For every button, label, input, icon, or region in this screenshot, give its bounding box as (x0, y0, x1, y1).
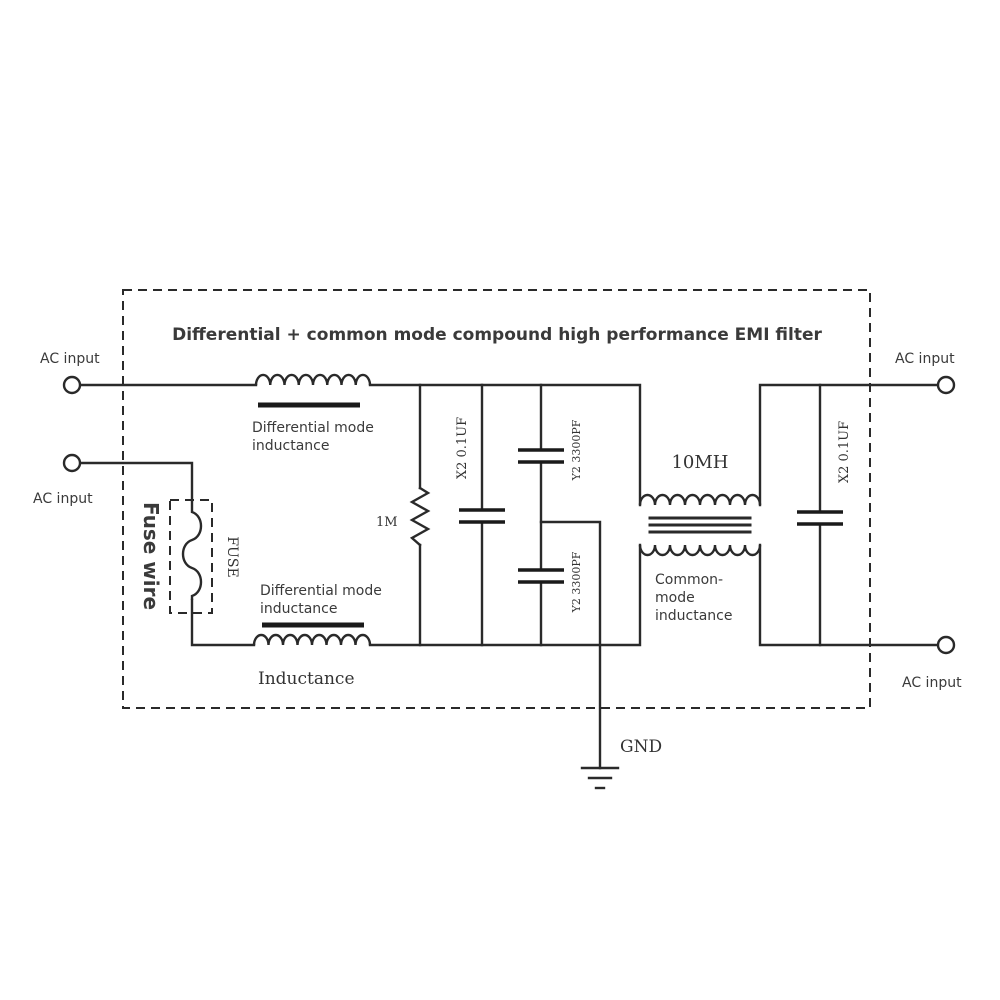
label-out-top: AC input (895, 351, 955, 367)
label-gnd: GND (620, 737, 662, 757)
wire-top-output (758, 383, 940, 507)
label-resistor: 1M (376, 515, 398, 530)
label-inductance: Inductance (258, 669, 355, 689)
label-dm-inductance-bottom: Differential mode inductance (260, 583, 386, 617)
terminal-in-bottom (62, 453, 82, 473)
label-cm-inductance: Common- mode inductance (655, 572, 732, 624)
label-dm-inductance-top: Differential mode inductance (252, 420, 378, 454)
label-fuse-wire: Fuse wire (139, 502, 163, 610)
wire-gnd (539, 520, 602, 770)
label-in-bottom: AC input (33, 491, 93, 507)
wire-bottom-output (758, 543, 940, 647)
fuse-element (181, 500, 203, 600)
label-cm-value: 10MH (671, 452, 728, 473)
cm-choke-winding-top (638, 493, 762, 506)
terminal-out-top (936, 375, 956, 395)
label-cap-y2-bottom: Y2 3300PF (570, 551, 583, 613)
cm-choke-winding-bottom (638, 544, 762, 557)
label-cap-y2-top: Y2 3300PF (570, 419, 583, 481)
diagram-title: Differential + common mode compound high… (172, 325, 822, 345)
label-in-top: AC input (40, 351, 100, 367)
filter-enclosure (122, 289, 871, 709)
wire-bottom-rail (368, 543, 642, 647)
dm-inductor-bottom (252, 633, 372, 646)
terminal-out-bottom (936, 635, 956, 655)
terminal-in-top (62, 375, 82, 395)
label-fuse: FUSE (224, 536, 240, 577)
label-cap-x2-right: X2 0.1UF (837, 421, 852, 483)
resistor-1m (409, 486, 431, 547)
wire-top-rail (368, 383, 642, 507)
wire-bottom-input (78, 461, 194, 502)
wire-fuse-to-inductor (190, 598, 256, 647)
label-cap-x2-left: X2 0.1UF (455, 417, 470, 479)
dm-inductor-top (254, 373, 372, 386)
label-out-bottom: AC input (902, 675, 962, 691)
